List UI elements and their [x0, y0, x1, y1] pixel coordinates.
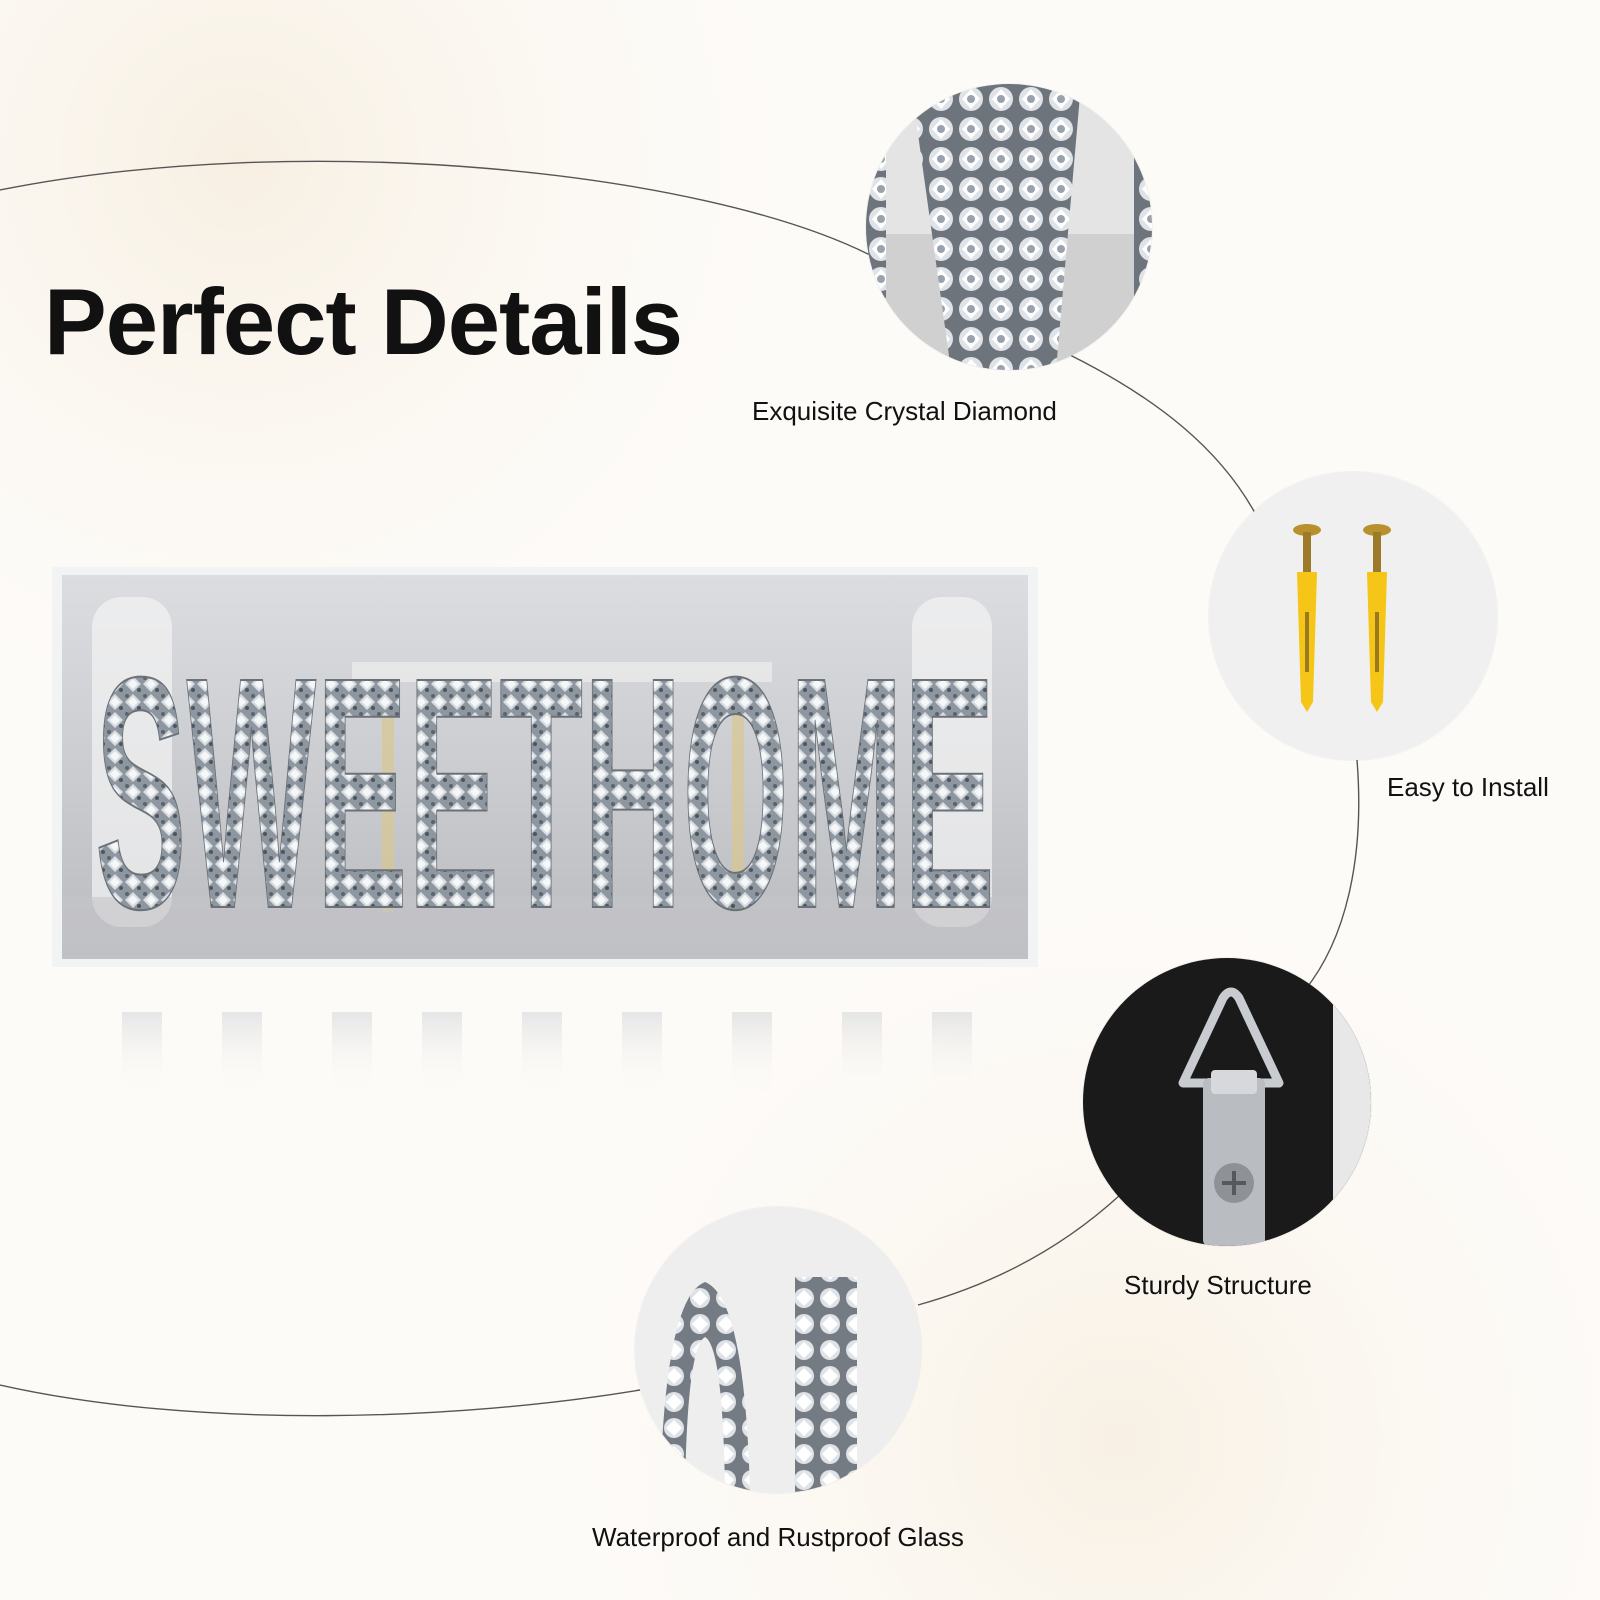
sign-letters: SWEETHOME	[95, 608, 995, 967]
page-title: Perfect Details	[44, 268, 683, 374]
crystal-closeup-icon	[866, 84, 1152, 370]
mirror-reflection	[52, 972, 1038, 1112]
glass-letter-closeup-icon	[635, 1207, 921, 1493]
wall-anchor-screws-icon	[1209, 472, 1497, 760]
feature-label-sturdy: Sturdy Structure	[1124, 1270, 1312, 1300]
feature-label-glass: Waterproof and Rustproof Glass	[592, 1522, 964, 1552]
sweethome-mirror-sign: SWEETHOME	[52, 567, 1038, 967]
feature-label-crystal: Exquisite Crystal Diamond	[752, 396, 1057, 426]
mirror-sign-image: SWEETHOME	[52, 567, 1038, 967]
d-ring-hanger-icon	[1083, 958, 1371, 1246]
feature-label-install: Easy to Install	[1387, 772, 1549, 802]
